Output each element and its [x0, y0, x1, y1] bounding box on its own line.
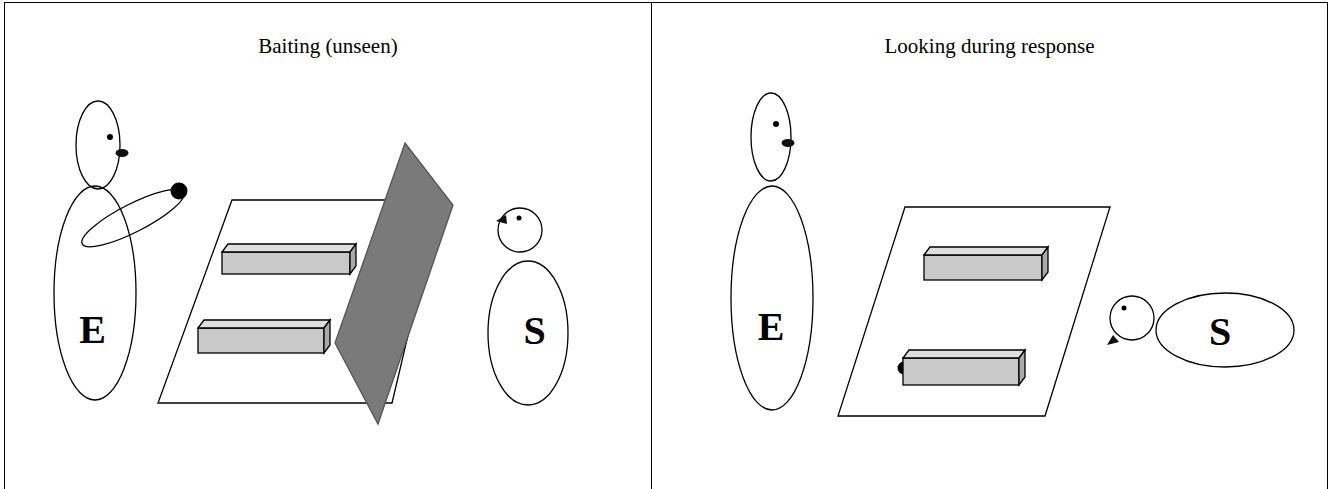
- box-top: [222, 244, 356, 252]
- box-side: [1019, 350, 1025, 385]
- box-front: [222, 252, 350, 274]
- body-ellipse: [730, 185, 814, 411]
- eye: [1122, 306, 1127, 311]
- box-top: [903, 350, 1025, 358]
- panel-frame: Baiting (unseen) E S: [4, 2, 652, 489]
- box-front: [198, 328, 324, 353]
- box-top: [924, 247, 1048, 255]
- screen: [335, 143, 453, 424]
- bait: [171, 183, 188, 200]
- nose: [116, 149, 129, 157]
- panel-frame: Looking during responseE S: [652, 2, 1328, 489]
- box-top: [198, 320, 330, 328]
- beak: [1107, 335, 1119, 345]
- arm: [76, 180, 190, 257]
- eye: [517, 216, 522, 221]
- box-front: [924, 255, 1042, 280]
- box-side: [1042, 247, 1048, 280]
- panel-title: Looking during response: [652, 34, 1327, 59]
- eye: [107, 134, 113, 140]
- figure-label: S: [523, 311, 545, 351]
- experimenter-head: [751, 93, 791, 181]
- figure-label: E: [758, 307, 785, 347]
- box-front: [903, 358, 1019, 385]
- figure-body: S: [1155, 292, 1295, 368]
- figure-body: S: [487, 260, 569, 406]
- subject-head: [1110, 296, 1154, 340]
- panel-title: Baiting (unseen): [5, 34, 651, 59]
- figure-label: E: [79, 310, 106, 350]
- subject-head: [498, 208, 542, 252]
- body-ellipse: [53, 185, 137, 401]
- eye: [773, 121, 779, 127]
- figure-body: E: [730, 185, 814, 411]
- nose: [782, 139, 795, 147]
- experimenter-head: [76, 101, 120, 189]
- platform: [838, 207, 1110, 416]
- figure-label: S: [1209, 312, 1231, 352]
- box-side: [324, 320, 330, 353]
- figure-body: E: [53, 185, 137, 401]
- beak: [496, 215, 507, 224]
- box-side: [350, 244, 356, 274]
